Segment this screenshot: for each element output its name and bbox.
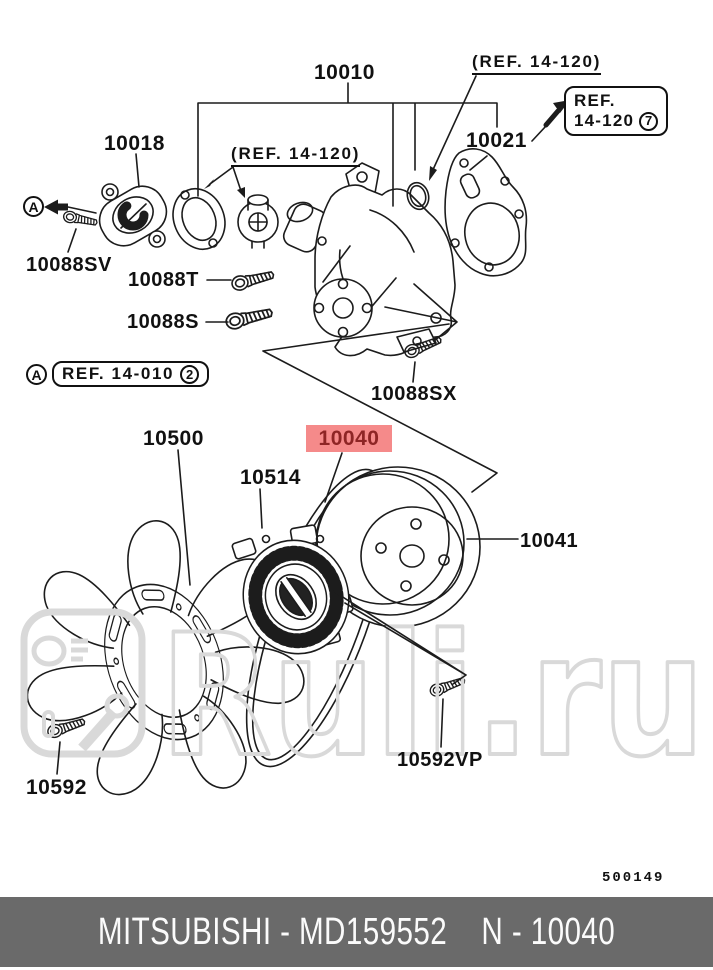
- circled-a-marker: A: [23, 196, 44, 217]
- footer-catalog-number: N - 10040: [481, 910, 616, 953]
- part-label-10040-text: 10040: [318, 426, 380, 450]
- ref-box-line2: 14-120: [574, 111, 635, 130]
- bolt-10088s: [223, 304, 275, 332]
- part-label-10088sx: 10088SX: [371, 383, 457, 405]
- part-label-10592vp: 10592VP: [397, 749, 483, 771]
- ref-label-14-120-top: (REF. 14-120): [472, 52, 602, 75]
- leader-lines: [44, 75, 570, 775]
- circled-7-badge: 7: [639, 111, 659, 131]
- thermostat-housing-part: [98, 183, 168, 248]
- drawing-code: 500149: [602, 870, 665, 886]
- footer-bar: MITSUBISHI - MD159552 N - 10040: [0, 897, 713, 967]
- part-label-10500: 10500: [143, 427, 204, 450]
- bolt-10088t: [229, 267, 276, 293]
- o-ring-part: [406, 181, 430, 211]
- ref-box-14-120: REF. 14-120 7: [564, 86, 669, 136]
- part-label-10514: 10514: [240, 466, 301, 489]
- footer-brand-part: MITSUBISHI - MD159552: [97, 910, 448, 953]
- ref-label-14-120-mid: (REF. 14-120): [231, 144, 361, 167]
- ref-box-14-010: REF. 14-010 2: [52, 361, 210, 387]
- part-label-10088s: 10088S: [127, 311, 199, 333]
- part-label-10088t: 10088T: [128, 269, 199, 291]
- part-label-10592: 10592: [26, 776, 87, 799]
- gasket-part: [172, 187, 226, 251]
- part-label-10088sv: 10088SV: [26, 254, 112, 276]
- circled-2-badge: 2: [180, 364, 200, 384]
- watermark: Ruli.ru: [20, 596, 707, 796]
- ref-a-text: REF. 14-010: [62, 364, 175, 383]
- rear-plate-part: [444, 148, 528, 277]
- part-label-10040-highlighted: 10040: [306, 425, 392, 452]
- part-label-10041: 10041: [520, 530, 579, 552]
- fan-part: [20, 517, 309, 805]
- circled-a-marker-2: A: [26, 364, 47, 385]
- ref-box-line1: REF.: [574, 91, 616, 110]
- part-label-10021: 10021: [466, 129, 527, 152]
- part-label-10010: 10010: [314, 61, 375, 84]
- part-label-10018: 10018: [104, 132, 165, 155]
- thermostat-part: [237, 194, 279, 249]
- watermark-text: Ruli.ru: [160, 598, 705, 794]
- water-pump-part: [282, 162, 456, 357]
